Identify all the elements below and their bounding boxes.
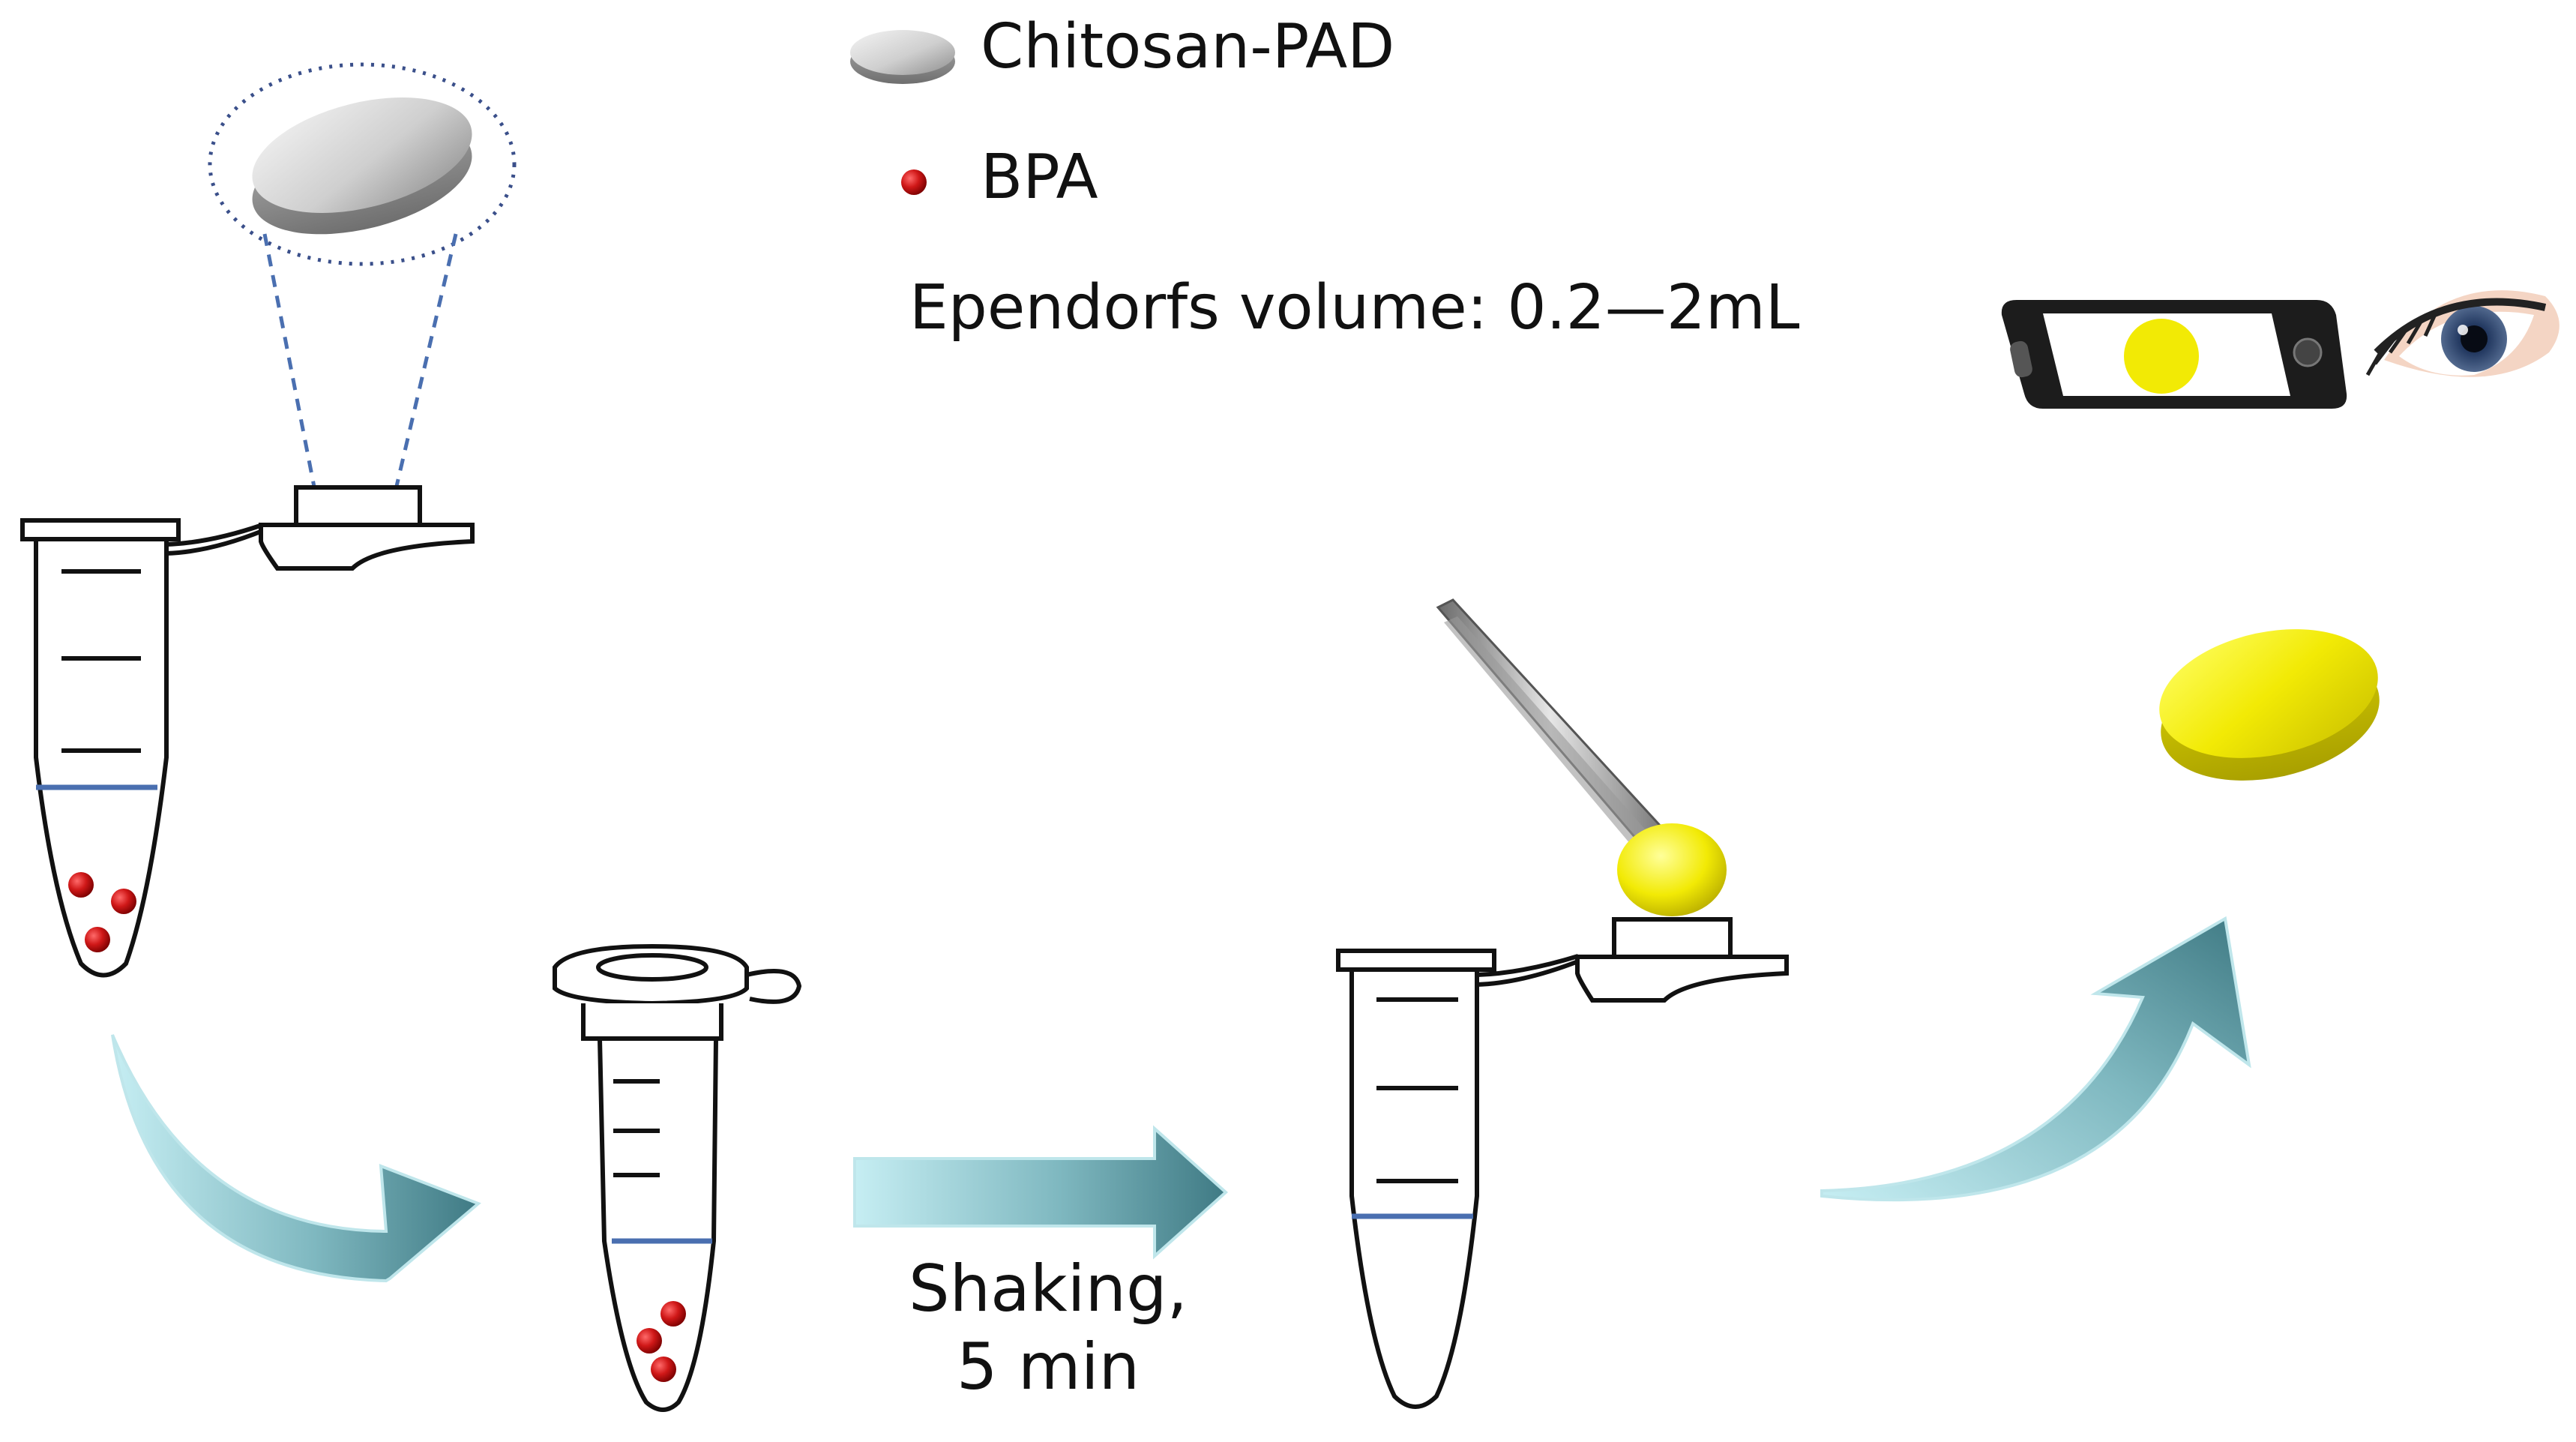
- tube-3-body: [1349, 967, 1479, 1409]
- eye-icon: [2365, 290, 2560, 377]
- tube-1-body: [34, 537, 169, 978]
- tube-2-bpa-particles: [637, 1301, 686, 1382]
- yellow-spot-on-screen: [2124, 319, 2199, 394]
- chitosan-pad-legend-icon: [850, 30, 955, 84]
- tube-1-with-pad: [20, 62, 517, 978]
- tube-2-closed: [553, 943, 802, 1412]
- shaking-label-line1: Shaking,: [909, 1252, 1188, 1327]
- legend: Chitosan-PAD BPA Ependorfs volume: 0.2—2…: [850, 11, 1800, 343]
- zoom-line-left: [262, 233, 323, 522]
- yellow-chitosan-pad-result: [2159, 629, 2380, 781]
- yellow-pad-on-tweezers: [1617, 823, 1727, 916]
- tube-1-cap: [259, 523, 475, 571]
- zoom-line-right: [386, 233, 458, 522]
- tube-2-body: [597, 1036, 719, 1412]
- bpa-label: BPA: [981, 142, 1098, 213]
- shaking-arrow: [853, 1125, 1228, 1260]
- tube-3-cap-insert: [1612, 917, 1733, 959]
- tube-1-bpa-particles: [68, 872, 136, 952]
- bpa-legend-icon: [901, 169, 927, 195]
- tweezers-icon: [1436, 598, 1665, 849]
- tube-3-cap: [1575, 955, 1789, 1003]
- pad-zoom-circle: [208, 62, 517, 266]
- curved-arrow-2: [1820, 916, 2251, 1202]
- chitosan-pad-label: Chitosan-PAD: [981, 11, 1394, 82]
- tube-1-cap-insert: [294, 485, 422, 527]
- smartphone-icon: [2001, 300, 2347, 409]
- shaking-label-line2: 5 min: [957, 1330, 1140, 1405]
- curved-arrow-1: [111, 1034, 481, 1283]
- tube-3-after-extraction: [1336, 917, 1789, 1409]
- ependorf-volume-label: Ependorfs volume: 0.2—2mL: [909, 272, 1800, 343]
- zoomed-pad: [252, 97, 472, 235]
